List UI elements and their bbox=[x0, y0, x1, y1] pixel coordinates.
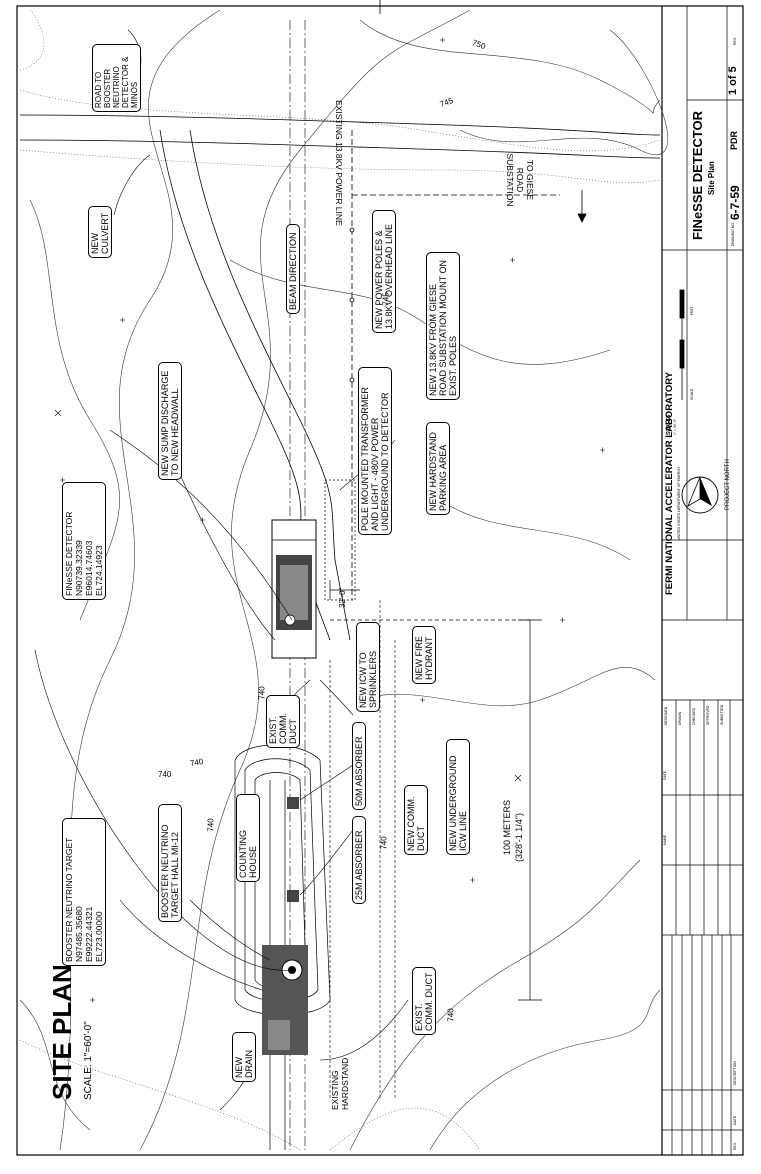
dimension-32ft bbox=[329, 580, 360, 600]
scales-label: SCALES bbox=[666, 414, 672, 435]
callout-new-icw: NEW ICW TO SPRINKLERS bbox=[356, 622, 380, 712]
finesse-detector-name: FINeSSE DETECTOR bbox=[64, 511, 74, 596]
label-existing-hardstand: EXISTING HARDSTAND bbox=[330, 1057, 350, 1110]
dim-100-meters: 100 METERS bbox=[502, 799, 512, 855]
contour-label-745-b: 745 bbox=[381, 292, 391, 306]
phase-label: PDR bbox=[729, 130, 739, 150]
finesse-coord-e: E96014.74603 bbox=[84, 540, 94, 596]
callout-road-to-booster: ROAD TO BOOSTER NEUTRINO DETECTOR & MINO… bbox=[92, 44, 141, 112]
signoff-checked: CHECKED bbox=[692, 707, 696, 725]
callout-new-icw-line: NEW UNDERGROUND ICW LINE bbox=[446, 739, 470, 855]
contour-label-740-b: 740 bbox=[158, 770, 172, 779]
scale-bar bbox=[679, 289, 685, 400]
callout-25m-absorber: 25M ABSORBER bbox=[352, 816, 366, 904]
signoff-drawn: DRAWN bbox=[678, 711, 682, 725]
finesse-coord-el: EL724.14923 bbox=[94, 545, 104, 596]
scale-word: SCALE bbox=[690, 388, 694, 400]
existing-road-top bbox=[19, 114, 661, 159]
signoff-name-header: NAME bbox=[663, 834, 667, 845]
to-giese-arrow bbox=[577, 190, 587, 223]
sheet-title: Site Plan bbox=[707, 161, 716, 195]
target-hall-building bbox=[262, 945, 308, 1055]
callout-new-hardstand: NEW HARDSTAND PARKING AREA bbox=[426, 422, 450, 515]
callout-exist-comm-duct-2: EXIST. COMM. DUCT bbox=[412, 967, 436, 1035]
rev-label-tb: REV. bbox=[733, 37, 737, 45]
callout-new-culvert: NEW CULVERT bbox=[88, 206, 112, 258]
callout-50m-absorber: 50M ABSORBER bbox=[352, 722, 366, 810]
target-radius-arc bbox=[34, 649, 293, 971]
contour-label-740-c: 740 bbox=[206, 818, 216, 832]
signoff-submitted: SUBMITTED bbox=[720, 704, 724, 725]
callout-new-drain: NEW DRAIN bbox=[232, 1032, 256, 1082]
access-road bbox=[159, 129, 351, 641]
booster-coord-el: EL723.00000 bbox=[94, 911, 104, 962]
drawing-number: 6-7-59 bbox=[728, 185, 742, 220]
rev-col-header: REV. bbox=[733, 1142, 737, 1150]
absorber-25m bbox=[287, 890, 299, 902]
desc-col-header: DESCRIPTION bbox=[733, 1061, 737, 1085]
contour-label-740-f: 740 bbox=[379, 836, 389, 850]
callout-exist-comm-duct-1: EXIST. COMM. DUCT bbox=[266, 695, 300, 748]
scale-note: SCALE: 1"=60'-0" bbox=[83, 1021, 94, 1100]
callout-booster-target: BOOSTER NEUTRINO TARGET N97485.35680 E99… bbox=[62, 818, 106, 966]
callout-beam-direction: BEAM DIRECTION bbox=[286, 224, 300, 314]
callout-new-138kv: NEW 13.8KV FROM GIESE ROAD SUBSTATION MO… bbox=[426, 252, 460, 400]
date-col-header: DATE bbox=[733, 1115, 737, 1125]
title-block-grid bbox=[662, 6, 743, 1155]
hardstand-area bbox=[324, 479, 356, 601]
callout-power-poles: NEW POWER POLES & 13.8KV OVERHEAD LINE bbox=[372, 210, 396, 333]
drawing-number-label: DRAWING NO. bbox=[731, 222, 735, 246]
detector-radius-arc bbox=[109, 429, 293, 621]
existing-power-line bbox=[349, 130, 560, 600]
dim-100-meters-ft: (328'-1 1/4") bbox=[514, 813, 524, 862]
sheet-count: 1 of 5 bbox=[727, 66, 739, 95]
contour-lines bbox=[19, 9, 668, 1151]
scale-feet: FEET bbox=[690, 306, 694, 315]
dim-32ft: 32'-0" bbox=[338, 587, 347, 608]
signoff-date-header: DATE bbox=[663, 770, 667, 780]
signoff-designed: DESIGNED bbox=[664, 706, 668, 725]
callout-new-comm-duct: NEW COMM. DUCT bbox=[404, 785, 428, 855]
callout-counting-house: COUNTING HOUSE bbox=[236, 794, 260, 882]
scales-note: 1" = 60'-0" bbox=[673, 418, 677, 435]
underground-lines bbox=[329, 600, 396, 1100]
project-north: PROJECT NORTH bbox=[725, 459, 731, 510]
finesse-coord-n: N90739.32339 bbox=[74, 540, 84, 596]
absorber-50m bbox=[287, 797, 299, 809]
callout-booster-target-hall: BOOSTER NEUTRINO TARGET HALL MI-12 bbox=[158, 804, 182, 922]
grading-hatch bbox=[19, 9, 661, 1151]
contour-label-740-d: 740 bbox=[446, 1008, 456, 1022]
north-arrow bbox=[681, 476, 719, 514]
spot-marks bbox=[54, 37, 605, 1003]
callout-finesse-detector: FINeSSE DETECTOR N90739.32339 E96014.746… bbox=[62, 482, 106, 600]
callout-pole-transformer: POLE MOUNTED TRANSFORMER AND LIGHT - 480… bbox=[358, 367, 392, 535]
page-title: SITE PLAN bbox=[47, 964, 77, 1100]
label-existing-power-line: EXISTING 13.8KV POWER LINE bbox=[334, 100, 344, 226]
contour-label-740-e: 740 bbox=[257, 686, 267, 700]
dimension-100m bbox=[330, 619, 542, 1001]
callout-sump-discharge: NEW SUMP DISCHARGE TO NEW HEADWALL bbox=[158, 362, 182, 480]
booster-coord-e: E99222.44321 bbox=[84, 906, 94, 962]
booster-coord-n: N97485.35680 bbox=[74, 906, 84, 962]
label-to-giese-road: TO GIESE ROAD SUBSTATION bbox=[505, 153, 535, 207]
detector-building bbox=[271, 519, 317, 659]
project-title: FINeSSE DETECTOR bbox=[690, 110, 705, 240]
lab-name: FERMI NATIONAL ACCELERATOR LABORATORY bbox=[664, 371, 675, 595]
leader-lines bbox=[113, 29, 409, 1111]
dept-name: UNITED STATES DEPARTMENT OF ENERGY bbox=[677, 466, 681, 540]
booster-target-name: BOOSTER NEUTRINO TARGET bbox=[64, 837, 74, 962]
signoff-approved: APPROVED bbox=[706, 705, 710, 725]
callout-new-fire-hydrant: NEW FIRE HYDRANT bbox=[412, 626, 436, 684]
